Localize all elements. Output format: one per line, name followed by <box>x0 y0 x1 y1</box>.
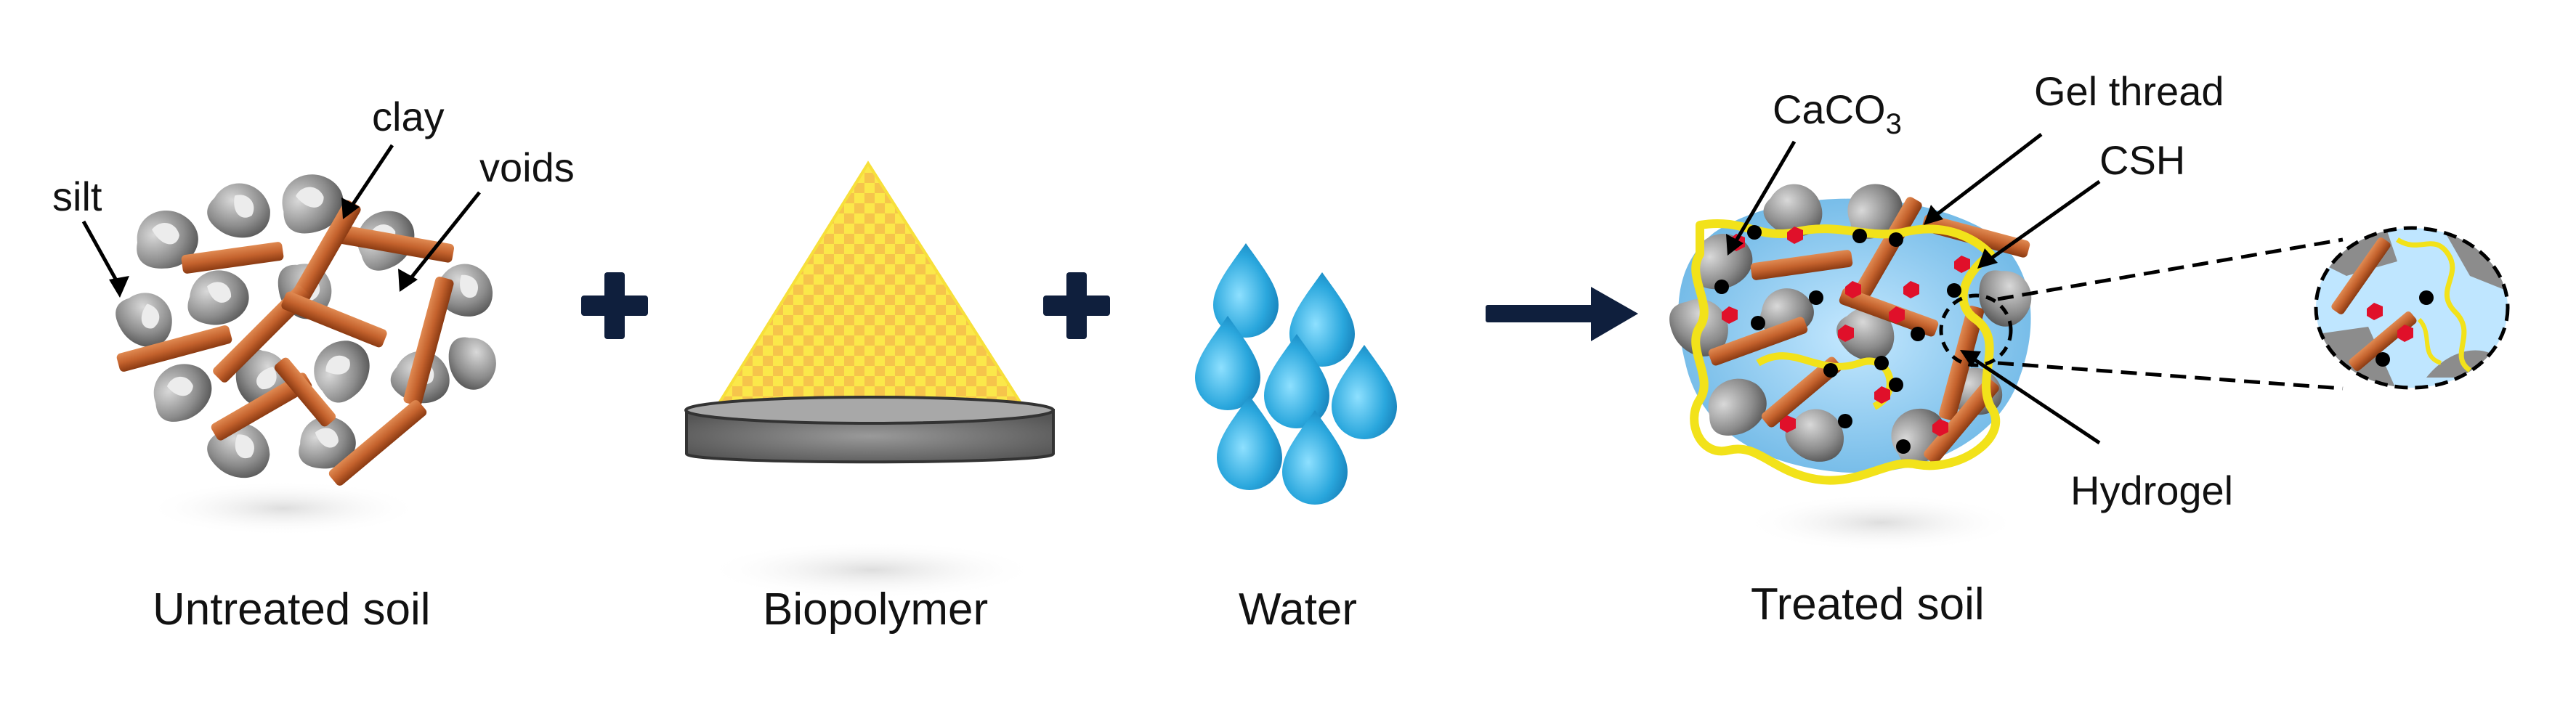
biopolymer-caption: Biopolymer <box>763 584 988 635</box>
csh-label: CSH <box>2099 137 2185 183</box>
clay-platelets <box>116 200 455 486</box>
water-drop-icon <box>1332 345 1397 439</box>
zoom-inset-icon <box>1997 226 2510 391</box>
shadow <box>1743 494 2020 552</box>
untreated-soil-caption: Untreated soil <box>153 584 431 635</box>
shadow <box>145 481 421 536</box>
gel-thread <box>1690 219 2000 485</box>
treated-soil-caption: Treated soil <box>1751 579 1985 629</box>
treated-leader-lines <box>1726 133 2101 445</box>
water-drop-icon <box>1264 334 1329 428</box>
hydrogel-label: Hydrogel <box>2070 468 2233 513</box>
zoom-region-marker <box>1939 293 2013 367</box>
dish-body <box>685 409 1055 464</box>
water-drop-icon <box>1195 316 1260 410</box>
arrow-right-icon <box>1486 287 1638 341</box>
water-drop-icon <box>1289 272 1355 367</box>
shadow <box>705 541 1039 599</box>
gel-thread-label: Gel thread <box>2034 68 2224 114</box>
water-drop-icon <box>1217 396 1282 490</box>
dish-rim <box>684 396 1055 425</box>
powder-pile <box>716 160 1024 404</box>
silt-label: silt <box>52 174 102 219</box>
caco3-label: CaCO3 <box>1773 86 1902 140</box>
plus-icon <box>1043 272 1110 339</box>
water-drop-icon <box>1282 410 1348 505</box>
clay-label: clay <box>372 94 445 139</box>
untreated-leader-lines <box>81 144 481 298</box>
voids-label: voids <box>479 144 575 190</box>
water-drops <box>1195 243 1397 505</box>
untreated-soil-cluster: silt clay voids Untreated soil <box>52 94 575 635</box>
water-caption: Water <box>1239 584 1357 635</box>
biopolymer-dish <box>684 160 1055 599</box>
treated-soil-cluster: CaCO3 Gel thread CSH Hydrogel Treated so… <box>1669 68 2233 629</box>
caco3-particles <box>1714 225 1961 454</box>
water-drop-icon <box>1213 243 1279 338</box>
silt-grains <box>116 174 496 478</box>
plus-icon <box>581 272 648 339</box>
